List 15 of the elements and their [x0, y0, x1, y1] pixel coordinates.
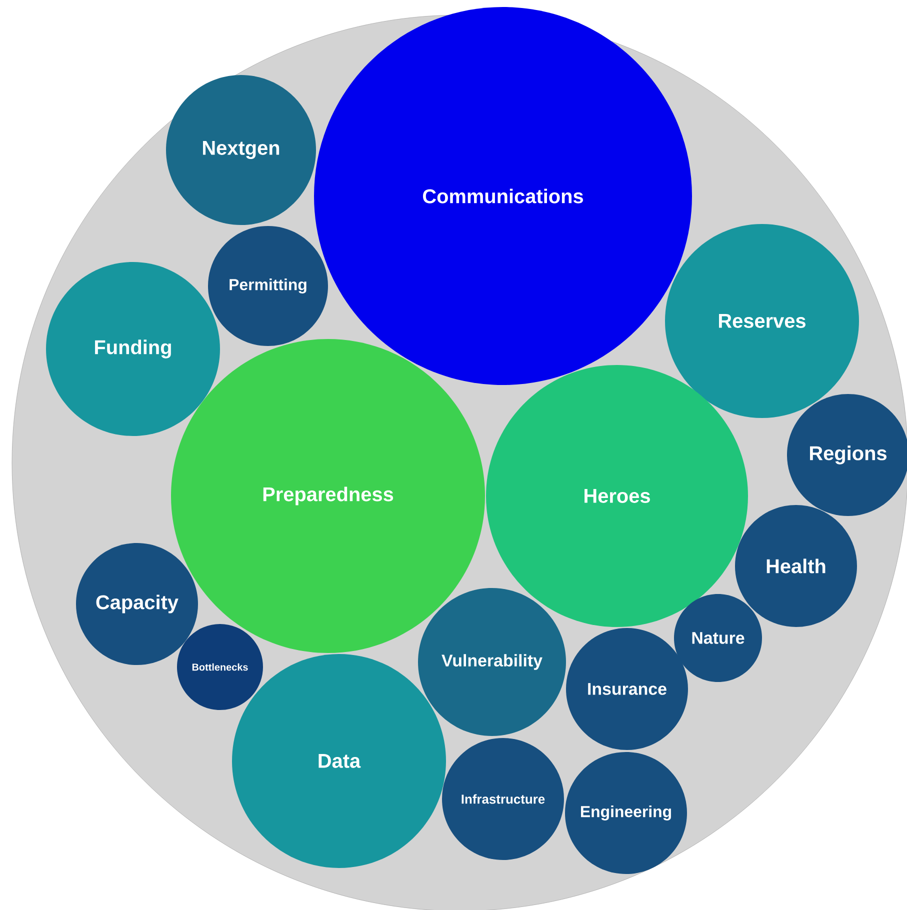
bubble: Capacity [76, 543, 198, 665]
bubble: Regions [787, 394, 907, 516]
bubble: Funding [46, 262, 220, 436]
bubble: Communications [314, 7, 692, 385]
bubble: Insurance [566, 628, 688, 750]
bubble: Bottlenecks [177, 624, 263, 710]
bubble: Nature [674, 594, 762, 682]
bubble: Health [735, 505, 857, 627]
bubble: Infrastructure [442, 738, 564, 860]
bubble: Permitting [208, 226, 328, 346]
bubble: Heroes [486, 365, 748, 627]
bubble: Engineering [565, 752, 687, 874]
bubble: Nextgen [166, 75, 316, 225]
bubble: Vulnerability [418, 588, 566, 736]
bubble: Reserves [665, 224, 859, 418]
